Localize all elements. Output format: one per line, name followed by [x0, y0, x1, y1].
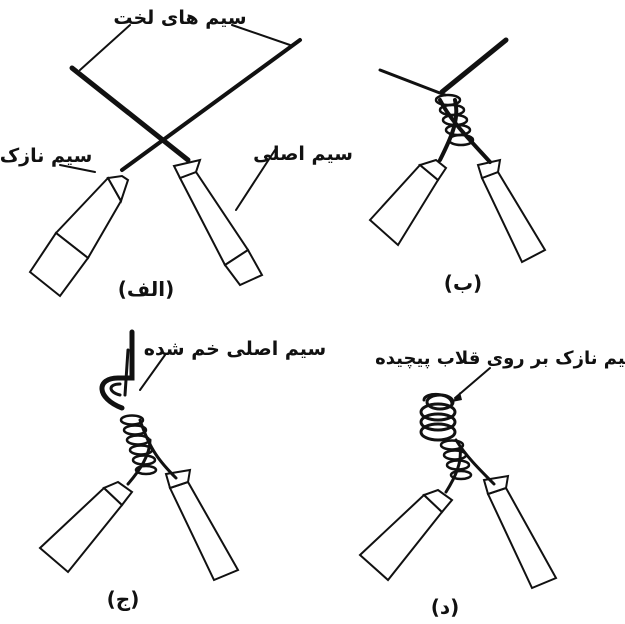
twist-coil-d [439, 439, 473, 481]
caption-alef: (الف) [118, 277, 174, 301]
panel-alef: سیم های لخت سیم نازک سیم اصلی (الف) [0, 7, 353, 301]
caption-be: (ب) [444, 271, 482, 295]
label-thin-wire-wrapped: سیم نازک بر روی قلاب پیچیده [375, 348, 625, 369]
label-main-wire: سیم اصلی [253, 143, 353, 165]
label-thin-wire: سیم نازک [0, 145, 92, 167]
panel-be: (ب) [368, 37, 547, 295]
main-wire-cable [172, 158, 264, 287]
twist-coil-b [434, 93, 475, 147]
label-main-wire-bent: سیم اصلی خم شده [144, 338, 327, 360]
bare-wire-main [69, 65, 191, 163]
panel-dal: سیم نازک بر روی قلاب پیچیده (د) [358, 348, 625, 619]
twist-coil-c [119, 414, 158, 476]
bent-main-wire [99, 329, 135, 411]
wrapped-hook [419, 393, 457, 442]
bare-wire-thin [120, 38, 302, 172]
caption-jim: (ج) [107, 587, 140, 611]
panel-jim: سیم اصلی خم شده (ج) [38, 329, 327, 611]
thin-wire-cable [28, 174, 130, 298]
caption-dal: (د) [431, 595, 460, 619]
label-bare-wires: سیم های لخت [113, 7, 246, 29]
